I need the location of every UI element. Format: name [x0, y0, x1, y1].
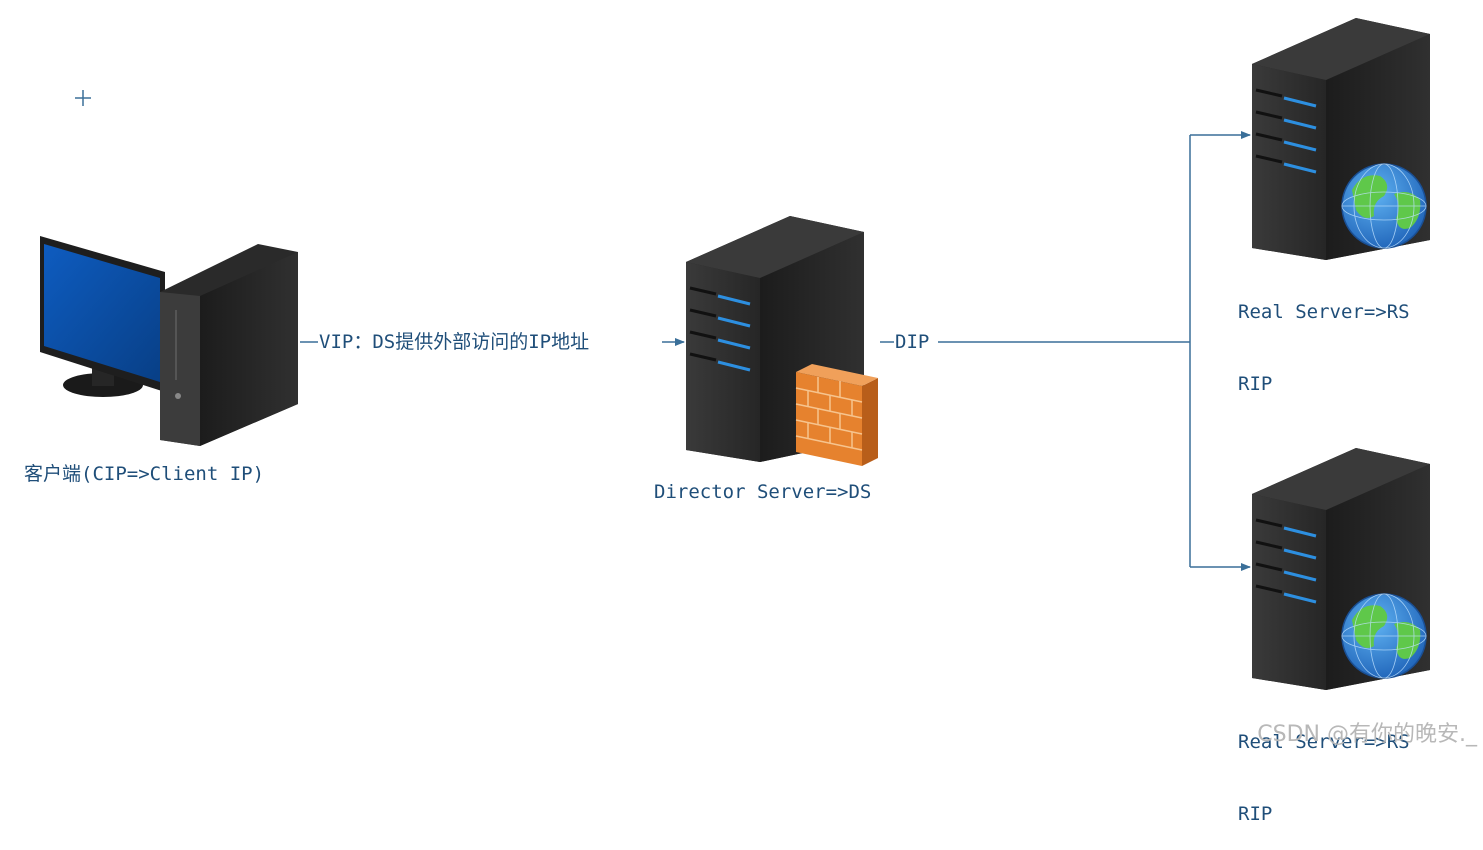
dip-connection-label: DIP	[894, 330, 931, 354]
firewall-icon	[795, 364, 878, 466]
real-server-2-name: Real Server=>RS	[1238, 731, 1410, 753]
csdn-watermark: CSDN @有你的晚安._	[1257, 722, 1477, 747]
real-server-1-label: Real Server=>RS RIP	[1238, 252, 1410, 420]
client-label: 客户端(CIP=>Client IP)	[24, 463, 265, 485]
connector-director-to-real-servers	[880, 131, 1251, 571]
real-server-1-rip: RIP	[1238, 373, 1273, 395]
globe-icon	[1341, 593, 1427, 679]
cursor-plus-icon	[75, 90, 91, 106]
real-server-2-rip: RIP	[1238, 803, 1273, 825]
globe-icon	[1341, 163, 1427, 249]
real-server-2-label: Real Server=>RS RIP	[1238, 682, 1410, 850]
vip-connection-label: VIP：DS提供外部访问的IP地址	[318, 330, 591, 354]
client-computer-icon	[40, 236, 298, 446]
real-server-1-name: Real Server=>RS	[1238, 301, 1410, 323]
diagram-canvas	[40, 18, 1430, 690]
director-server-label: Director Server=>DS	[654, 481, 872, 503]
